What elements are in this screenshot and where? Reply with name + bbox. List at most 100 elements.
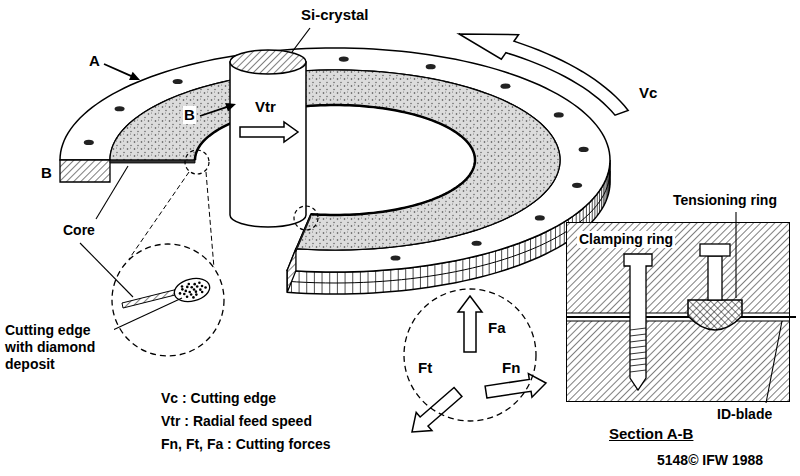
bolt-hole [426, 64, 436, 69]
bolt-hole [535, 215, 545, 220]
diamond-grain [186, 295, 189, 298]
bolt-hole [572, 183, 582, 188]
tension-bolt [708, 256, 722, 300]
diamond-grain [179, 292, 182, 295]
detail-circle [112, 244, 224, 356]
leader-line [292, 28, 310, 52]
diamond-grain [187, 283, 190, 286]
section-arrow [104, 63, 140, 80]
diamond-grain [196, 285, 199, 288]
section-arrow [200, 103, 236, 117]
bolt-hole [472, 241, 482, 246]
feed-arrow [240, 122, 298, 142]
bolt-hole [173, 79, 183, 84]
force-label: Ft [416, 359, 434, 377]
diamond-grain [183, 293, 186, 296]
blade-cross-section [110, 160, 195, 163]
diamond-grain [193, 288, 196, 291]
contact-marker [294, 206, 318, 230]
velocity-label: Vc [638, 84, 658, 102]
force-label: Fa [486, 319, 508, 337]
diamond-grain [195, 293, 198, 296]
blade-core [122, 289, 179, 308]
bolt-thread [630, 370, 646, 372]
rotation-arrow [459, 34, 628, 115]
flange-cross-section [60, 160, 110, 182]
bolt-thread [630, 340, 646, 342]
section-split [566, 313, 790, 314]
bolt-hole [500, 84, 510, 89]
diamond-grain [190, 286, 193, 289]
force-circle-outline [402, 287, 538, 423]
bolt-thread [630, 346, 646, 348]
bolt-hole [554, 112, 564, 117]
diamond-grain [193, 283, 196, 286]
part-label: Si-crystal [300, 6, 370, 24]
diamond-grain [185, 290, 188, 293]
part-label: Core [62, 222, 96, 239]
diamond-grain [192, 296, 195, 299]
diamond-grain [204, 286, 207, 289]
velocity-label: Vtr [254, 98, 277, 116]
section-box: Clamping ringSection A-B [566, 222, 790, 402]
flange-cross-section [287, 249, 296, 293]
bolt-thread [630, 334, 646, 336]
leader-line [766, 321, 782, 403]
bolt-hole [115, 106, 125, 111]
legend-line: Vtr : Radial feed speed [160, 413, 313, 430]
bolt-thread [630, 328, 646, 330]
diamond-grain [186, 286, 189, 289]
leader-line [80, 243, 133, 297]
clamp-bolt [624, 254, 652, 390]
diamond-grain [198, 281, 201, 284]
detail-marker [185, 150, 209, 174]
bolt-hole [339, 56, 349, 61]
section-letter: B [183, 106, 196, 124]
diamond-deposit [172, 275, 212, 305]
part-label: Section A-B [607, 425, 695, 443]
id-blade-surface [110, 70, 560, 250]
part-label: Cutting edge with diamond deposit [4, 322, 114, 372]
part-label: Clamping ring [577, 231, 675, 248]
bolt-hole [579, 147, 589, 152]
part-label: ID-blade [716, 406, 773, 423]
diamond-grain [195, 290, 198, 293]
section-blade [566, 316, 796, 318]
leader-line [96, 166, 128, 219]
bolt-hole [84, 140, 94, 145]
diamond-grain [201, 285, 204, 288]
copyright-note: 5148© IFW 1988 [656, 452, 764, 469]
bolt-thread [630, 358, 646, 360]
part-label: Tensioning ring [672, 192, 778, 209]
section-letter: B [40, 164, 53, 182]
legend-line: Vc : Cutting edge [160, 390, 277, 407]
section-letter: A [88, 52, 101, 70]
tensioning-ring-part [688, 300, 742, 330]
legend-line: Fn, Ft, Fa : Cutting forces [160, 436, 332, 453]
bolt-thread [630, 364, 646, 366]
si-crystal-top [230, 50, 306, 74]
section-hatch [566, 222, 790, 402]
force-circle: FaFt Fn [402, 287, 538, 423]
si-crystal-body [230, 62, 306, 227]
leader-line [735, 212, 736, 298]
detail-line [206, 172, 214, 268]
diamond-grain [181, 288, 184, 291]
diamond-grain [199, 288, 202, 291]
diamond-grain [190, 293, 193, 296]
force-label: Fn [500, 359, 522, 377]
bolt-thread [630, 352, 646, 354]
force-arrow [485, 374, 546, 398]
section-split [566, 321, 790, 322]
dashed-circle [404, 289, 536, 421]
diamond-grain [181, 285, 184, 288]
diamond-grain [188, 291, 191, 294]
diamond-grain [201, 291, 204, 294]
clamping-flange [60, 48, 610, 272]
force-arrow [458, 296, 482, 352]
tension-bolt-head [700, 244, 730, 256]
force-arrow [412, 387, 462, 432]
